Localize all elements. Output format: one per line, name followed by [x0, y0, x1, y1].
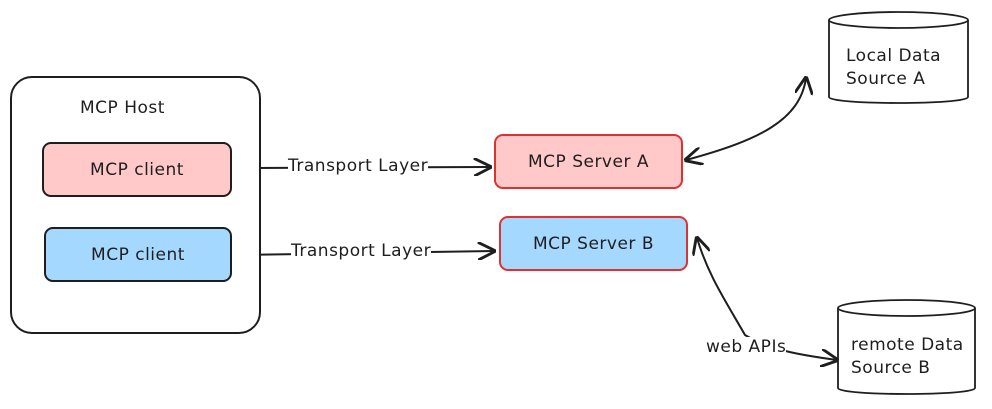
mcp-host-container [10, 76, 261, 334]
mcp-server-a-label: MCP Server A [528, 151, 649, 172]
local-data-source-label: Local Data Source A [846, 46, 942, 89]
remote-data-source-label: remote Data Source B [851, 335, 964, 378]
transport-layer-label-1: Transport Layer [288, 156, 429, 176]
mcp-client-1: MCP client [42, 142, 232, 197]
mcp-client-2-label: MCP client [91, 244, 185, 265]
mcp-server-a: MCP Server A [494, 134, 683, 189]
web-apis-arrow [697, 238, 837, 360]
server-a-local-source-arrow [686, 78, 806, 160]
mcp-client-2: MCP client [44, 227, 232, 282]
mcp-server-b: MCP Server B [499, 216, 688, 271]
mcp-host-title: MCP Host [80, 98, 165, 118]
mcp-client-1-label: MCP client [90, 159, 184, 180]
local-data-source-cylinder [828, 11, 969, 104]
web-apis-label: web APIs [706, 337, 787, 357]
mcp-server-b-label: MCP Server B [532, 233, 654, 254]
transport-layer-label-2: Transport Layer [291, 241, 432, 261]
